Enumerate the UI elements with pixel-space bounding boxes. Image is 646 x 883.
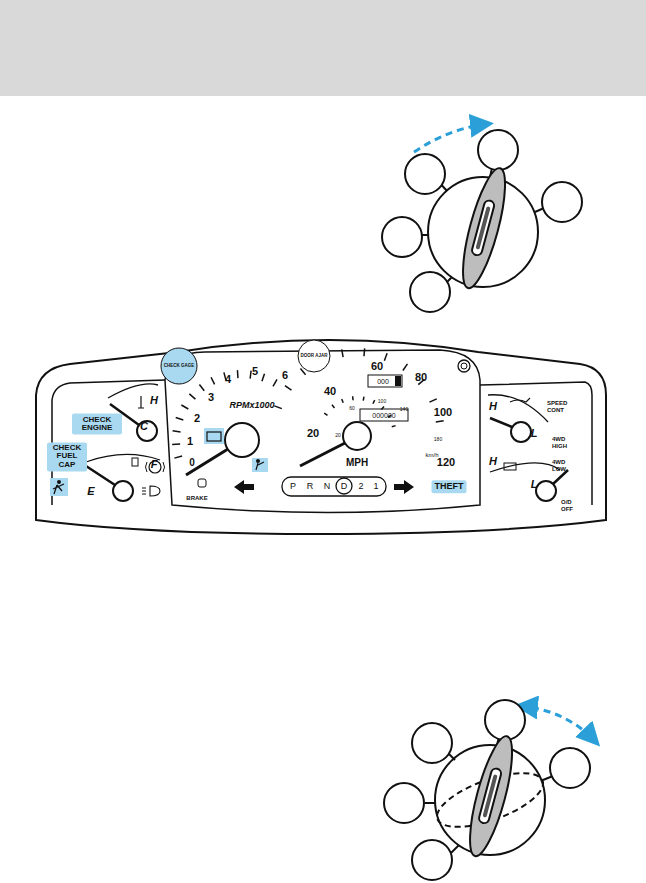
warning-lamp: THEFT [432,480,467,493]
tick [384,353,387,361]
gauge-label: 60 [371,361,383,372]
tick [273,379,277,386]
gauge-label: 4 [225,374,231,385]
tick [381,407,384,410]
tick [342,399,344,403]
tick [332,405,335,408]
tick [211,377,215,384]
lamp-text: CHECK GAGE [164,364,195,369]
gauge-label: 4WD HIGH [552,436,578,449]
tick [174,456,182,458]
lamp-text: DOOR AJAR [301,354,328,359]
gauge-label: 0 [189,458,195,468]
tick [352,396,354,400]
gauge-label: 120 [437,457,455,468]
gauge-label: BRAKE [186,495,207,501]
tick [403,364,408,371]
gauge-label: L [531,428,538,439]
gauge-label: O/D OFF [561,499,585,512]
gauge-label: N [324,482,331,491]
tick [189,394,195,399]
gauge-label: 180 [434,437,442,442]
gauge-label: H [150,395,158,406]
gauge-label: P [290,482,296,491]
header-band [0,0,646,96]
warning-lamp: CHECK FUEL CAP [47,442,87,471]
lamp-text: CHECK FUEL CAP [50,444,84,469]
gauge-label: 5 [252,366,258,377]
indicator-lamp: DOOR AJAR [298,340,331,373]
gauge-label: 100 [434,407,452,418]
gauge-label: C [140,421,148,432]
gauge-label: H [489,456,497,467]
tick [181,405,188,409]
gauge-label: D [341,482,348,491]
gauge-label: SPEED CONT [547,400,577,413]
tick [392,426,396,427]
tick [342,349,343,357]
gauge-label: MPH [346,458,368,468]
tick [173,431,181,432]
gauge-label: 000000 [372,412,395,419]
gauge-label: F [151,459,158,470]
gauge-label: 40 [324,386,336,397]
gauge-label: 60 [349,406,355,411]
tick [436,421,444,422]
gauge-label: R [307,482,314,491]
instrument-cluster [36,340,606,534]
ignition-switch [382,124,582,312]
gauge-label: 2 [194,413,200,424]
tick [324,413,327,415]
lamp-text: CHECK ENGINE [75,416,119,433]
tick [262,374,265,382]
gauge-label: 80 [415,372,427,383]
tick [274,406,282,409]
gauge-label: H [489,401,497,412]
gauge-label: 20 [335,433,341,438]
gauge-label: 20 [307,428,319,439]
gauge-label: 2 [358,482,363,491]
gauge-label: 1 [373,482,378,491]
tick [172,443,180,445]
tick [363,348,365,356]
gauge-label: E [87,486,94,497]
gauge-label: 3 [208,392,214,403]
tick [237,370,239,378]
tick [373,400,375,404]
gauge-label: 000 [377,378,389,385]
lamp-text: THEFT [435,482,464,491]
gauge-label: 140 [400,407,408,412]
tick [199,384,204,390]
tick [285,386,292,391]
gauge-label: 100 [378,399,386,404]
ignition-switch [384,700,596,880]
tick [430,399,437,402]
gauge-label: L [531,479,538,490]
tick [176,417,184,420]
gauge-label: RPMx1000 [229,401,274,410]
tick [363,397,365,401]
gauge-label: 4WD LOW [552,459,578,472]
gauge-label: 6 [282,370,288,381]
warning-lamp: CHECK ENGINE [72,414,122,435]
gauge-label: km/h [425,452,438,458]
gauge-label: 1 [187,436,193,447]
tick [250,371,251,379]
indicator-lamp: CHECK GAGE [161,348,198,385]
